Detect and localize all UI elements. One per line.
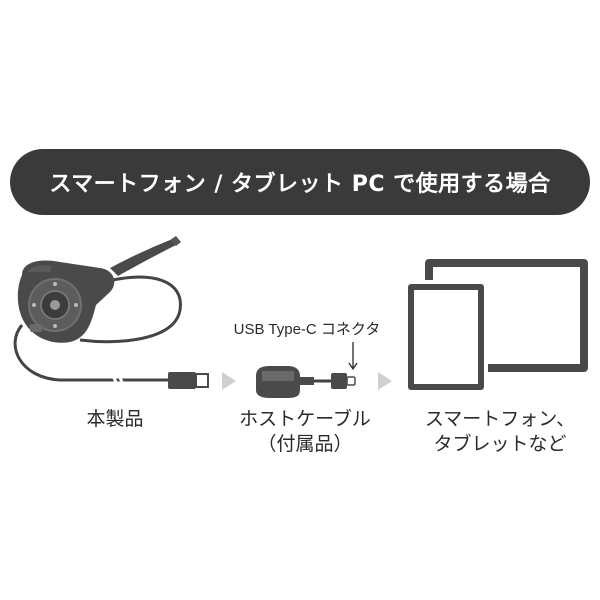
usb-c-plug-icon xyxy=(331,373,356,389)
step-label-product: 本製品 xyxy=(55,407,175,432)
step-label-line: ホストケーブル xyxy=(239,408,371,430)
step-label-line: 本製品 xyxy=(86,408,144,430)
step-label-line: （付属品） xyxy=(257,433,353,455)
banner-title: スマートフォン / タブレット PC で使用する場合 xyxy=(49,172,551,197)
down-arrow-icon xyxy=(348,342,358,371)
flow-arrow-icon xyxy=(378,372,392,390)
step-label-line: スマートフォン、 xyxy=(424,408,576,430)
usb-a-plug-icon xyxy=(168,372,209,389)
step-label-line: タブレットなど xyxy=(433,433,567,455)
smartphone-icon xyxy=(404,280,488,394)
title-banner: スマートフォン / タブレット PC で使用する場合 xyxy=(10,149,590,215)
step-label-smartphone: スマートフォン、 タブレットなど xyxy=(400,407,600,457)
endoscope-camera-icon xyxy=(17,236,182,344)
connector-callout: USB Type-C コネクタ xyxy=(233,321,381,338)
flow-arrow-icon xyxy=(222,372,236,390)
host-cable-icon xyxy=(256,366,332,398)
device-cable xyxy=(13,324,168,382)
cable-break-mark xyxy=(110,373,126,387)
step-label-host-cable: ホストケーブル （付属品） xyxy=(205,407,405,457)
